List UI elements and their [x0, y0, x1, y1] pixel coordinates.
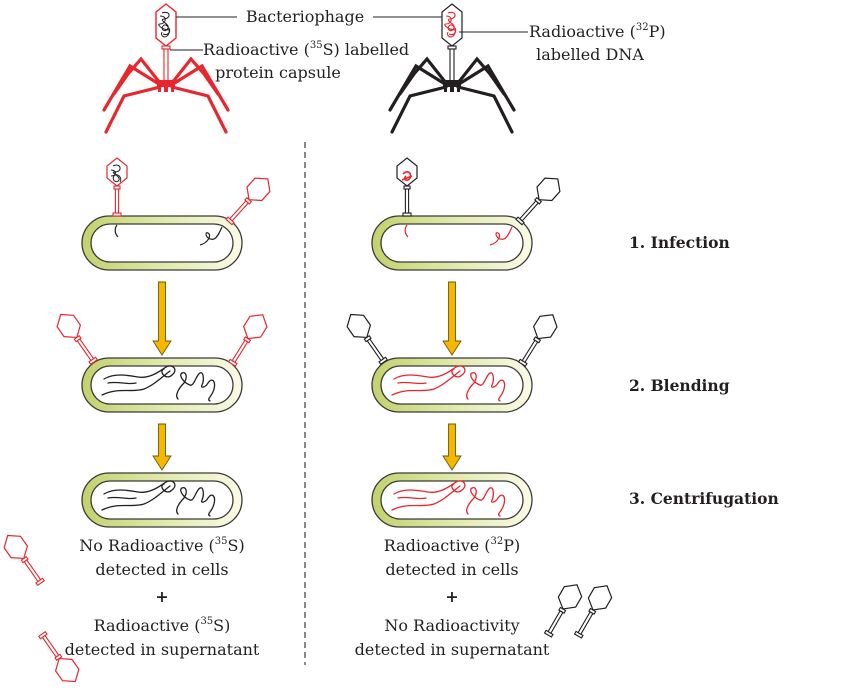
left-result-super-line1: Radioactive (35S) [94, 616, 231, 635]
left-result-cells-line1: No Radioactive (35S) [79, 536, 244, 555]
left-result-super-line2: detected in supernatant [65, 640, 260, 659]
supernatant-phage-red-2 [0, 529, 45, 586]
small-phage-tail [225, 196, 253, 226]
right-result-super-line2: detected in supernatant [355, 640, 550, 659]
right-detached-phage-left [341, 308, 388, 365]
small-phage-tail [112, 185, 122, 217]
small-phage-tail [543, 606, 568, 638]
arrow-shape [442, 281, 462, 356]
phage-dna-black [158, 11, 171, 38]
step-centrifugation-label: 3. Centrifugation [629, 489, 779, 508]
small-phage-tail [72, 334, 98, 365]
step-blending-label: 2. Blending [629, 376, 730, 395]
phage-35s-labelled [102, 3, 230, 134]
injected-dna [404, 224, 409, 238]
small-phage-tail [402, 185, 412, 217]
small-phage-tail [19, 555, 45, 586]
injected-dna [114, 224, 119, 238]
right-detached-phage-right [518, 308, 562, 367]
leader-lines [170, 16, 528, 51]
left-plus-sign: + [155, 587, 168, 606]
right-attached-phage-full [396, 157, 418, 217]
injected-dna [489, 226, 513, 246]
right-cell-centrifugation [371, 472, 533, 528]
right-result-cells-line1: Radioactive (32P) [384, 536, 521, 555]
right-result-super-line1: No Radioactivity [384, 616, 519, 635]
arrow-shape [442, 423, 462, 471]
right-process-arrow [442, 423, 462, 471]
left-cell-centrifugation [81, 472, 243, 528]
left-cell-infection [81, 215, 243, 271]
right-cell-infection [371, 215, 533, 271]
small-phage-tail [518, 335, 542, 367]
left-process-arrow [152, 423, 172, 471]
left-process-arrow [152, 281, 172, 356]
small-phage-dna [110, 164, 122, 183]
phage-dna-red [444, 11, 457, 38]
small-phage-tail [515, 196, 543, 226]
small-phage-tail [228, 335, 252, 367]
step-infection-label: 1. Infection [629, 233, 730, 252]
small-phage-tail [38, 631, 64, 662]
right-phage-label-line2: labelled DNA [536, 45, 644, 64]
phage-tail-red [163, 48, 169, 82]
cell-interior [90, 223, 234, 263]
right-phage-label-line1: Radioactive (32P) [529, 22, 666, 41]
left-phage-label-line1: Radioactive (35S) labelled [203, 40, 409, 59]
left-attached-phage-full [106, 157, 128, 217]
right-result-cells-line2: detected in cells [385, 560, 518, 579]
right-plus-sign: + [445, 587, 458, 606]
right-attached-phage-empty [515, 171, 566, 226]
arrow-shape [152, 281, 172, 356]
left-cell-blending [81, 357, 243, 413]
injected-dna [199, 226, 223, 246]
experiment-columns [0, 157, 617, 688]
arrow-shape [152, 423, 172, 471]
phage-dna-remaining [401, 171, 413, 181]
phage-32p-labelled [388, 3, 516, 134]
small-phage-tail [362, 334, 388, 365]
left-detached-phage-right [228, 308, 272, 367]
phage-tail-black [449, 48, 455, 82]
cell-interior [380, 223, 524, 263]
left-detached-phage-left [51, 308, 98, 365]
right-cell-blending [371, 357, 533, 413]
bacteriophage-label: Bacteriophage [246, 7, 364, 26]
small-phage-tail [573, 607, 598, 639]
left-phage-label-line2: protein capsule [215, 63, 341, 82]
left-result-cells-line2: detected in cells [95, 560, 228, 579]
left-attached-phage-empty [225, 171, 276, 226]
right-process-arrow [442, 281, 462, 356]
